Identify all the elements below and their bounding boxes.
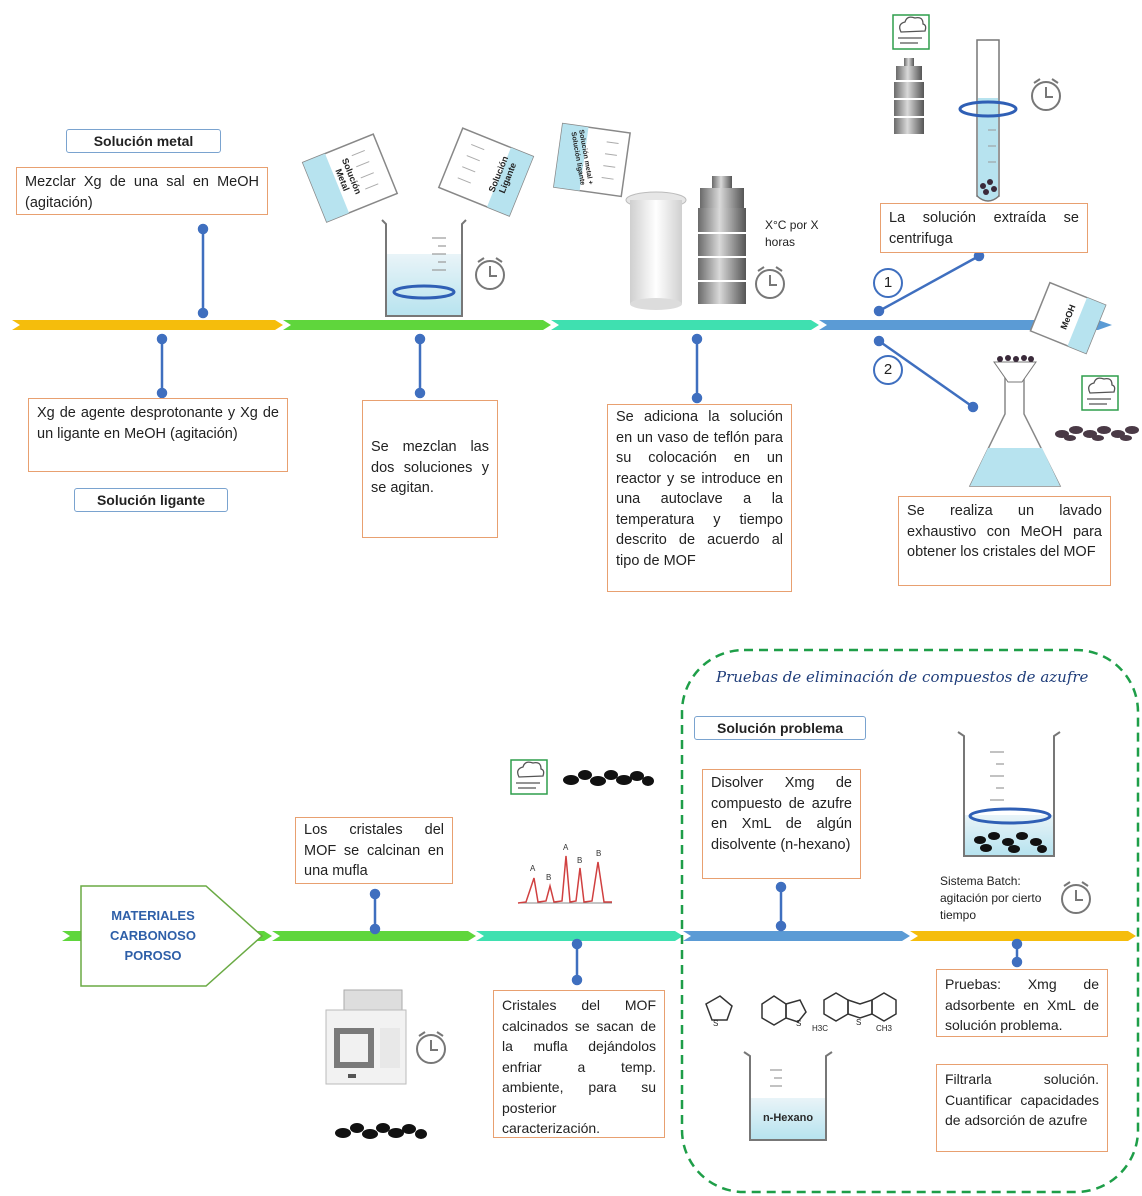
- route-1-circle: [873, 268, 903, 298]
- autoclave-reactor-icon: [698, 176, 746, 304]
- drying-icon: [892, 14, 930, 50]
- step1-box: Mezclar Xg de una sal en MeOH (agitación…: [16, 167, 268, 215]
- xrd-pattern-icon: [517, 855, 612, 904]
- sulfur-tests-title: Pruebas de eliminación de compuestos de …: [716, 668, 1089, 686]
- timeline-segment-teal-b: [476, 931, 683, 941]
- top-connectors: [156, 223, 985, 413]
- xrd-peak-label: A: [530, 864, 536, 873]
- bottom-connectors: [369, 881, 1023, 986]
- molecule-label: S: [856, 1018, 862, 1027]
- alarm-clock-icons: [416, 78, 1091, 1064]
- hexane-beaker-icon: [743, 1051, 833, 1141]
- ligand-solution-label: Solución ligante: [74, 488, 228, 512]
- black-crystals-icon: [335, 1123, 427, 1139]
- start-pentagon: [80, 885, 264, 987]
- black-crystals-icon: [563, 770, 654, 786]
- beaker-metal-icon: [301, 133, 399, 223]
- dimethyl-dibenzothiophene-icon: [823, 992, 897, 1022]
- dissolve-box: Disolver Xmg de compuesto de azufre en X…: [702, 769, 861, 879]
- step3-box: Se mezclan las dos soluciones y se agita…: [362, 400, 498, 538]
- mixing-beaker-icon: [381, 219, 467, 317]
- alarm-clock-icon: [475, 257, 505, 290]
- timeline-segment-green: [283, 320, 551, 330]
- sulfur-molecules: [705, 992, 897, 1026]
- xrd-peak-label: A: [563, 843, 569, 852]
- filter-box: Filtrarla solución. Cuantificar capacida…: [936, 1064, 1108, 1152]
- step2-box: Xg de agente desprotonante y Xg de un li…: [28, 398, 288, 472]
- muffle-furnace-icon: [325, 989, 407, 1085]
- drying-icon-3: [510, 759, 548, 795]
- batch-system-label: Sistema Batch: agitación por cierto tiem…: [940, 874, 1042, 922]
- crystals-icon: [1055, 426, 1139, 441]
- timeline-segment-blue-b: [683, 931, 910, 941]
- wash-box: Se realiza un lavado exhaustivo con MeOH…: [898, 496, 1111, 586]
- start-label: MATERIALES CARBONOSO POROSO: [110, 908, 196, 963]
- timeline-segment-yellow-b: [910, 931, 1136, 941]
- alarm-clock-icon: [755, 266, 785, 299]
- route-2-label: 2: [883, 361, 893, 378]
- meoh-beaker-icon: [1029, 281, 1107, 355]
- route-2-circle: [873, 355, 903, 385]
- calcine-box: Los cristales del MOF se calcinan en una…: [295, 817, 453, 884]
- alarm-clock-icon: [1031, 78, 1061, 111]
- timeline-segment-green2-b: [272, 931, 476, 941]
- erlenmeyer-flask-icon: [968, 355, 1062, 487]
- problem-solution-label: Solución problema: [694, 716, 866, 740]
- hexane-label: n-Hexano: [762, 1112, 814, 1124]
- thiophene-icon: [705, 995, 733, 1021]
- step4-box: Se adiciona la solución en un vaso de te…: [607, 404, 792, 592]
- small-reactor-icon: [894, 58, 924, 134]
- centrifuge-box: La solución extraída se centrifuga: [880, 203, 1088, 253]
- xrd-peak-label: B: [596, 849, 602, 858]
- xrd-peak-label: B: [546, 873, 552, 882]
- timeline-segment-teal: [551, 320, 819, 330]
- teflon-cup-icon: [625, 191, 687, 310]
- benzothiophene-icon: [761, 995, 807, 1026]
- alarm-clock-icon: [1061, 881, 1091, 914]
- batch-beaker-icon: [957, 731, 1061, 857]
- molecule-label: S: [796, 1019, 802, 1028]
- molecule-label: H3C: [812, 1024, 829, 1033]
- metal-solution-label: Solución metal: [66, 129, 221, 153]
- reactor-conditions: X°C por X horas: [765, 218, 819, 249]
- centrifuge-tube-icon: [958, 39, 1018, 202]
- xrd-peak-label: B: [577, 856, 583, 865]
- black-crystals-icons: [335, 770, 654, 1139]
- top-timeline: [12, 320, 1112, 330]
- sulfur-tests-region: [680, 648, 1140, 1194]
- beaker-ligand-icon: [437, 127, 535, 217]
- tests-box: Pruebas: Xmg de adsorbente en XmL de sol…: [936, 969, 1108, 1037]
- timeline-segment-yellow: [12, 320, 283, 330]
- drying-icon-2: [1081, 375, 1119, 411]
- molecule-label: S: [713, 1019, 719, 1028]
- cool-box: Cristales del MOF calcinados se sacan de…: [493, 990, 665, 1138]
- route-1-label: 1: [883, 274, 893, 291]
- molecule-label: CH3: [876, 1024, 893, 1033]
- beaker-mix-icon: [553, 122, 631, 198]
- alarm-clock-icon: [416, 1031, 446, 1064]
